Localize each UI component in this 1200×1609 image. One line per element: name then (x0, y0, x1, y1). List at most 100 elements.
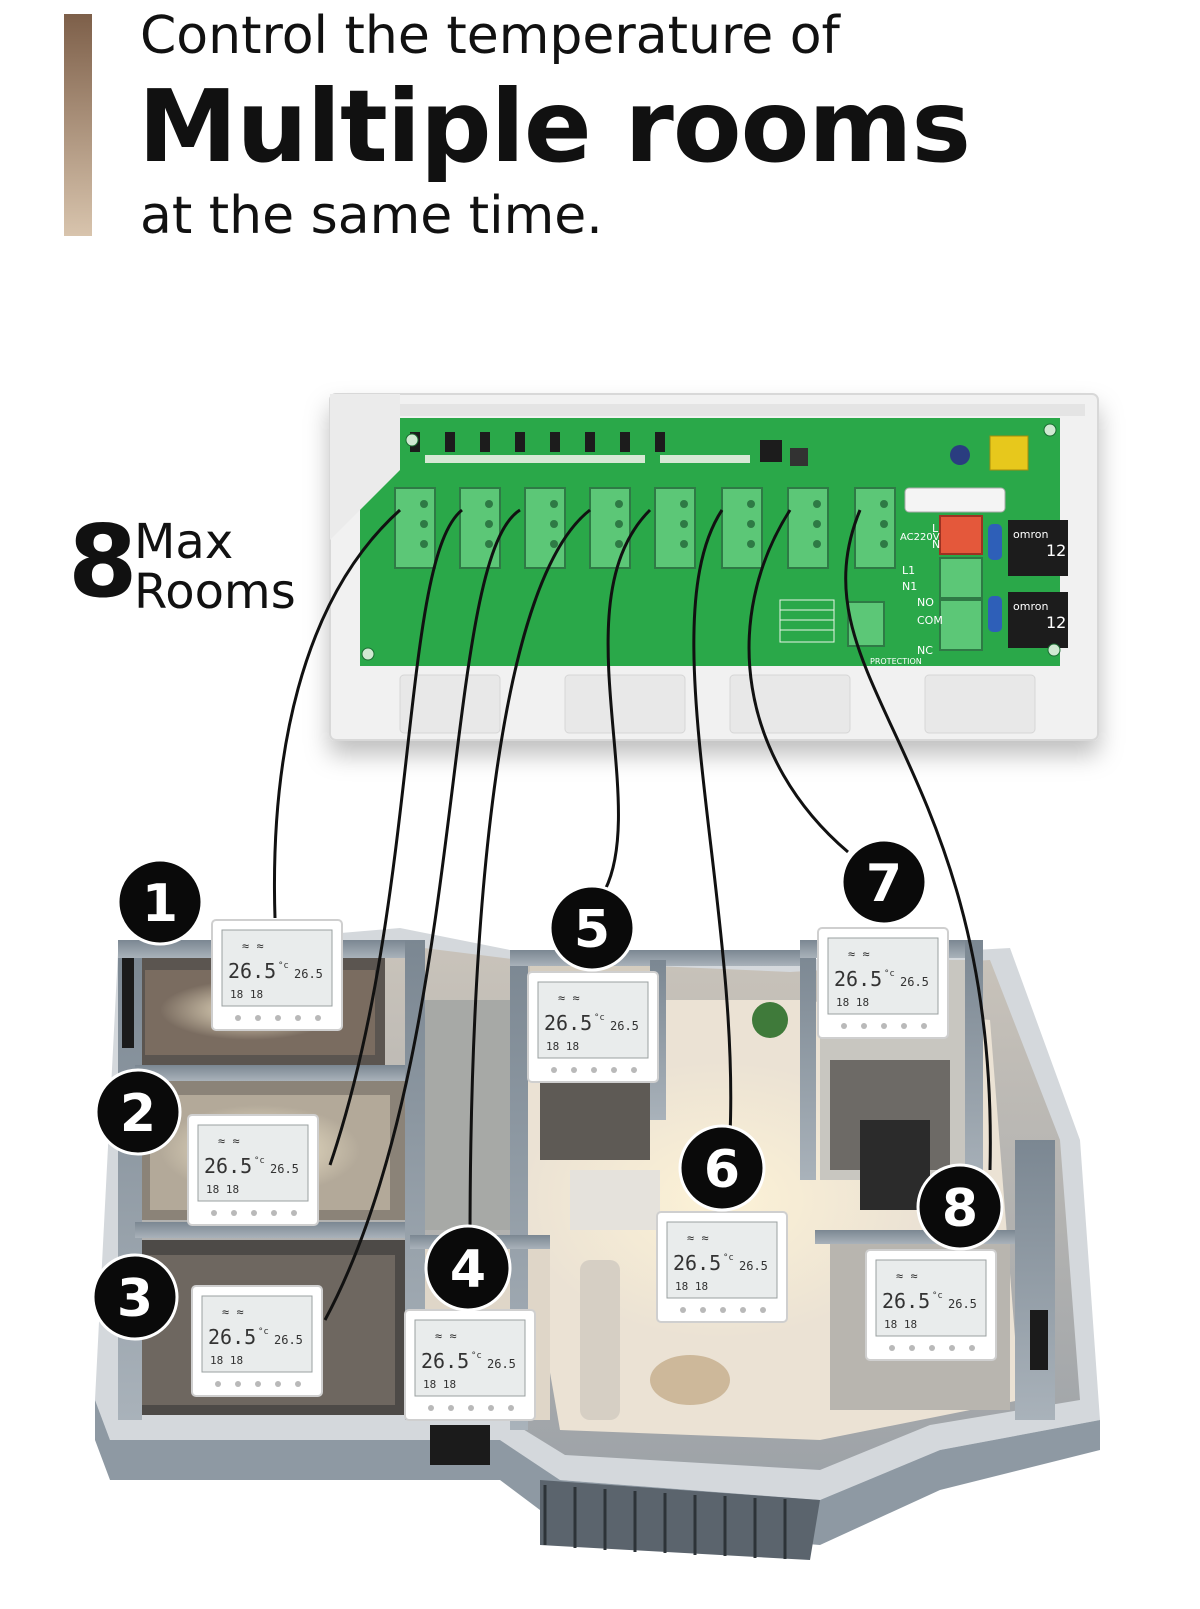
thermostat-room-1: ≈ ≈ 26.5°c26.518 18 (211, 919, 343, 1031)
thermostat-set-temp: 26.5 (900, 975, 929, 989)
thermostat-time: 18 18 (884, 1318, 917, 1331)
room-badge-5: 5 (548, 884, 636, 972)
thermostat-main-temp: 26.5 (834, 967, 882, 991)
max-rooms-number: 8 (68, 503, 138, 620)
terminal-label-l1: L1 (902, 564, 915, 577)
terminal-label-n: N (932, 538, 940, 551)
thermostat-button-icon (551, 1067, 557, 1073)
thermostat-button-icon (448, 1405, 454, 1411)
room-badge-number: 4 (450, 1240, 486, 1300)
power-label: AC220V (900, 532, 940, 543)
wire-room-7 (747, 509, 849, 854)
thermostat-button-icon (235, 1015, 241, 1021)
terminal-label-com: COM (917, 614, 943, 627)
svg-text:≈ ≈: ≈ ≈ (218, 1134, 240, 1148)
thermostat-button-icon (841, 1023, 847, 1029)
room-badge-number: 8 (942, 1179, 978, 1239)
controller-board: omron 12 omron 12 AC220V L N L1 N1 NO CO… (329, 393, 1099, 741)
thermostat-time: 18 18 (836, 996, 869, 1009)
room-badge-number: 1 (142, 874, 178, 934)
protection-label: PROTECTION (870, 657, 922, 666)
thermostat-main-unit: °c (258, 1327, 269, 1337)
svg-text:≈ ≈: ≈ ≈ (242, 939, 264, 953)
thermostat-set-temp: 26.5 (948, 1297, 977, 1311)
thermostat-room-2: ≈ ≈ 26.5°c26.518 18 (187, 1114, 319, 1226)
thermostat-main-temp: 26.5 (544, 1011, 592, 1035)
thermostat-button-icon (275, 1015, 281, 1021)
thermostat-time: 18 18 (675, 1280, 708, 1293)
terminal-label-n1: N1 (902, 580, 917, 593)
relay-rating-1: 12 (1046, 541, 1066, 560)
thermostat-main-unit: °c (254, 1156, 265, 1166)
relay-brand-2: omron (1013, 600, 1048, 613)
thermostat-button-icon (235, 1381, 241, 1387)
thermostat-main-unit: °c (932, 1291, 943, 1301)
thermostat-button-icon (760, 1307, 766, 1313)
thermostat-button-icon (889, 1345, 895, 1351)
thermostat-button-icon (901, 1023, 907, 1029)
terminal-label-l: L (932, 522, 939, 535)
thermostat-button-icon (969, 1345, 975, 1351)
thermostat-set-temp: 26.5 (294, 967, 323, 981)
thermostat-main-temp: 26.5 (882, 1289, 930, 1313)
thermostat-button-icon (921, 1023, 927, 1029)
svg-text:≈ ≈: ≈ ≈ (848, 947, 870, 961)
thermostat-button-icon (215, 1381, 221, 1387)
wire-room-2 (328, 508, 463, 1166)
thermostat-button-icon (295, 1381, 301, 1387)
thermostat-button-icon (275, 1381, 281, 1387)
thermostat-time: 18 18 (423, 1378, 456, 1391)
thermostat-button-icon (295, 1015, 301, 1021)
thermostat-button-icon (315, 1015, 321, 1021)
thermostat-main-temp: 26.5 (228, 959, 276, 983)
thermostat-button-icon (271, 1210, 277, 1216)
thermostat-time: 18 18 (546, 1040, 579, 1053)
thermostat-button-icon (861, 1023, 867, 1029)
svg-text:≈ ≈: ≈ ≈ (222, 1305, 244, 1319)
room-badge-number: 6 (704, 1140, 740, 1200)
headline-line-3: at the same time. (140, 186, 603, 246)
thermostat-room-4: ≈ ≈ 26.5°c26.518 18 (404, 1309, 536, 1421)
wires (273, 508, 992, 1321)
wire-room-6 (692, 509, 733, 1136)
thermostat-button-icon (611, 1067, 617, 1073)
thermostat-button-icon (909, 1345, 915, 1351)
thermostat-button-icon (700, 1307, 706, 1313)
terminal-label-nc: NC (917, 644, 933, 657)
thermostat-button-icon (591, 1067, 597, 1073)
thermostat-button-icon (929, 1345, 935, 1351)
room-badge-1: 1 (116, 858, 204, 946)
thermostat-button-icon (211, 1210, 217, 1216)
terminal-label-no: NO (917, 596, 934, 609)
thermostat-room-8: ≈ ≈ 26.5°c26.518 18 (865, 1249, 997, 1361)
wire-room-3 (323, 508, 521, 1321)
thermostat-button-icon (231, 1210, 237, 1216)
thermostat-button-icon (720, 1307, 726, 1313)
thermostat-button-icon (468, 1405, 474, 1411)
thermostat-time: 18 18 (210, 1354, 243, 1367)
room-badge-3: 3 (91, 1253, 179, 1341)
relay-rating-2: 12 (1046, 613, 1066, 632)
thermostat-button-icon (255, 1015, 261, 1021)
thermostat-main-unit: °c (594, 1013, 605, 1023)
thermostat-button-icon (571, 1067, 577, 1073)
thermostat-main-temp: 26.5 (204, 1154, 252, 1178)
room-badge-7: 7 (840, 838, 928, 926)
headline-line-1: Control the temperature of (140, 6, 840, 66)
thermostat-room-6: ≈ ≈ 26.5°c26.518 18 (656, 1211, 788, 1323)
thermostat-button-icon (428, 1405, 434, 1411)
wire-room-4 (468, 508, 591, 1244)
thermostat-button-icon (949, 1345, 955, 1351)
thermostat-button-icon (508, 1405, 514, 1411)
room-badge-number: 7 (866, 854, 902, 914)
room-badge-6: 6 (678, 1124, 766, 1212)
room-badge-number: 5 (574, 900, 610, 960)
thermostat-set-temp: 26.5 (610, 1019, 639, 1033)
svg-text:≈ ≈: ≈ ≈ (687, 1231, 709, 1245)
thermostat-time: 18 18 (206, 1183, 239, 1196)
thermostat-main-unit: °c (884, 969, 895, 979)
thermostat-main-unit: °c (723, 1253, 734, 1263)
thermostat-room-3: ≈ ≈ 26.5°c26.518 18 (191, 1285, 323, 1397)
max-rooms-label-rooms: Rooms (134, 564, 296, 620)
